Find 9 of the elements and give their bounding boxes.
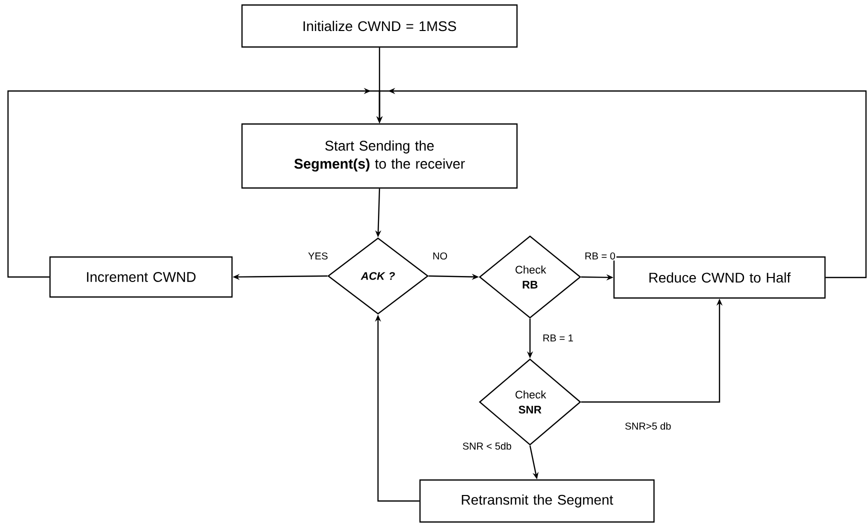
process-box: Start Sending the Segment(s) to the receiver [241,123,518,189]
edge-label: NO [432,251,448,261]
process-box: Increment CWND [49,256,233,298]
edge-label: SNR>5 db [624,421,672,431]
edge-label: RB = 0 [584,251,616,261]
process-box: Initialize CWND = 1MSS [241,4,518,48]
process-box: Retransmit the Segment [419,479,655,523]
edge-label: RB = 1 [542,334,574,342]
edge-label: YES [307,251,329,261]
